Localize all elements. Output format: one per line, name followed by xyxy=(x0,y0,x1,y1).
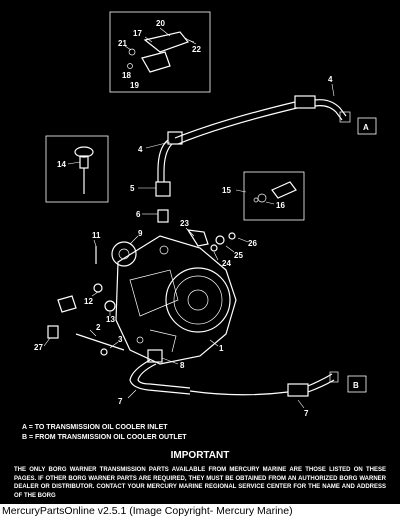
fitting-8 xyxy=(147,349,163,363)
callout-24: 24 xyxy=(222,259,231,268)
fitting-6 xyxy=(157,209,169,223)
callout-23: 23 xyxy=(180,219,189,228)
callout-box-b xyxy=(347,375,367,393)
legend-b: B = FROM TRANSMISSION OIL COOLER OUTLET xyxy=(22,434,187,441)
callout-b: B xyxy=(353,381,359,390)
callout-25: 25 xyxy=(234,251,243,260)
callout-3: 3 xyxy=(118,335,123,344)
inset-box-shift-lever xyxy=(109,11,211,93)
callout-5: 5 xyxy=(130,184,135,193)
callout-7-right: 7 xyxy=(304,409,309,418)
cooler-hose-upper xyxy=(157,95,351,182)
callout-box-a xyxy=(357,117,377,135)
dipstick xyxy=(74,146,94,194)
cap-fitting xyxy=(57,295,77,313)
copyright-footer: MercuryPartsOnline v2.5.1 (Image Copyrig… xyxy=(2,505,293,517)
diagram-frame: 20 17 21 22 18 19 4 4 A 14 5 6 15 xyxy=(0,0,400,504)
bolt-2 xyxy=(75,333,125,351)
fitting-5 xyxy=(155,181,171,197)
callout-4-upper: 4 xyxy=(328,75,333,84)
inset-box-dipstick xyxy=(45,135,109,203)
cooler-hose-lower xyxy=(129,359,339,397)
washer-3 xyxy=(100,348,108,356)
callout-11: 11 xyxy=(92,231,101,240)
fitting-27 xyxy=(47,325,59,339)
pump-assembly-9 xyxy=(111,241,137,267)
transmission-housing xyxy=(115,235,237,365)
shift-lever-parts xyxy=(127,31,197,73)
callout-6: 6 xyxy=(136,210,141,219)
callout-22: 22 xyxy=(192,45,201,54)
callout-20: 20 xyxy=(156,19,165,28)
valve-parts xyxy=(253,181,297,203)
callout-14: 14 xyxy=(57,160,66,169)
callout-27: 27 xyxy=(34,343,43,352)
callout-21: 21 xyxy=(118,39,127,48)
important-notice: THE ONLY BORG WARNER TRANSMISSION PARTS … xyxy=(14,467,386,499)
legend-a: A = TO TRANSMISSION OIL COOLER INLET xyxy=(22,424,168,431)
callout-16: 16 xyxy=(276,201,285,210)
callout-9: 9 xyxy=(138,229,143,238)
inset-box-valve xyxy=(243,171,305,221)
callout-4-elbow: 4 xyxy=(138,145,143,154)
callout-13: 13 xyxy=(106,315,115,324)
exploded-parts-diagram: 20 17 21 22 18 19 4 4 A 14 5 6 15 xyxy=(34,11,377,418)
callout-a: A xyxy=(363,123,369,132)
callout-8: 8 xyxy=(180,361,185,370)
callout-26: 26 xyxy=(248,239,257,248)
callout-2: 2 xyxy=(96,323,101,332)
callout-18: 18 xyxy=(122,71,131,80)
callout-12: 12 xyxy=(84,297,93,306)
callout-7-left: 7 xyxy=(118,397,123,406)
callout-19: 19 xyxy=(130,81,139,90)
callout-17: 17 xyxy=(133,29,142,38)
bracket-23 xyxy=(186,229,209,247)
important-heading: IMPORTANT xyxy=(170,450,230,461)
callout-1: 1 xyxy=(219,344,224,353)
callout-15: 15 xyxy=(222,186,231,195)
